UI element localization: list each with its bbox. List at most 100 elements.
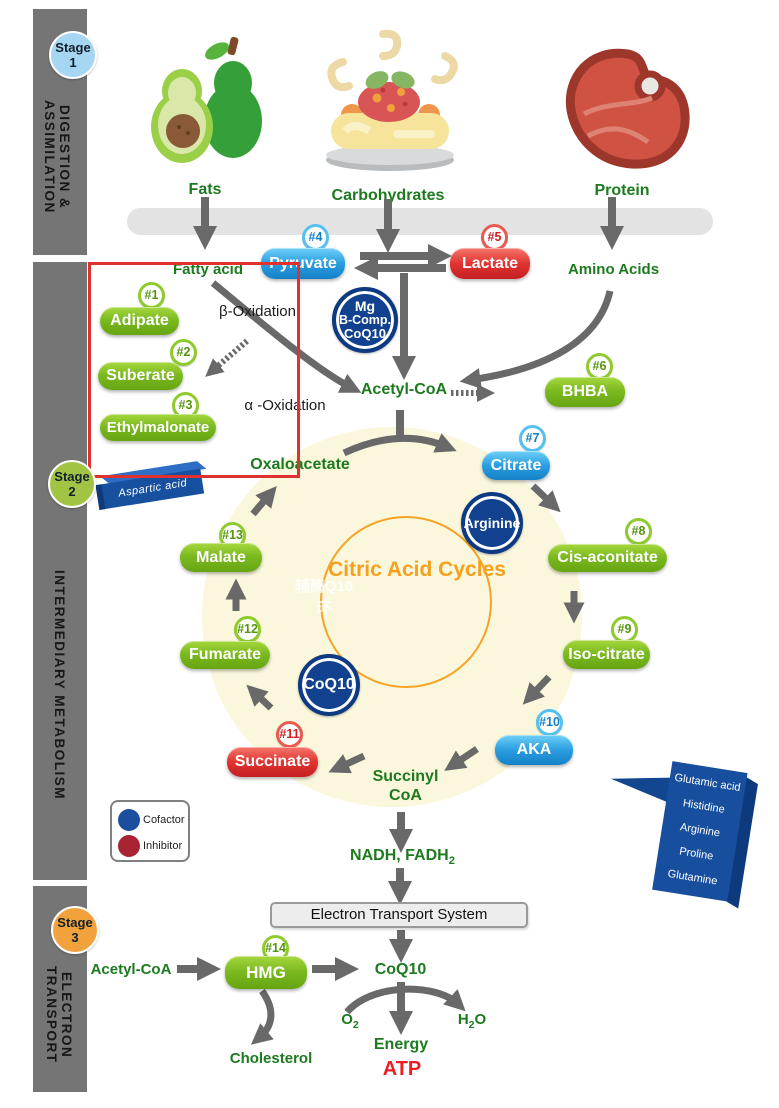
stage1-num: 1 <box>69 55 77 70</box>
pill-cis-aconitate-body: Cis-aconitate <box>548 544 667 572</box>
stage2-word: Stage <box>54 469 90 484</box>
stage3-title-line2: TRANSPORT <box>44 966 59 1064</box>
inhibitor-label: Inhibitor <box>143 840 183 852</box>
amino-acids-label: Amino Acids <box>567 261 660 278</box>
pill-citrate-body: Citrate <box>482 451 550 480</box>
stage3-word: Stage <box>57 915 93 930</box>
h2o-label: H2O <box>450 1011 494 1031</box>
supplement-line1: Mg <box>354 298 376 314</box>
ets-box: Electron Transport System <box>270 902 528 928</box>
coq10-circle-label: CoQ10 <box>303 676 355 693</box>
pill-adipate-body: Adipate <box>100 307 179 335</box>
pill-cis-aconitate: #8 Cis-aconitate <box>548 518 667 572</box>
pill-fumarate-badge: #12 <box>234 616 261 643</box>
atp-label: ATP <box>382 1058 422 1080</box>
stage3-title: ELECTRON TRANSPORT <box>44 945 74 1085</box>
o2-base: O <box>341 1011 353 1028</box>
coq10-bottom-label: CoQ10 <box>374 961 427 978</box>
stage2-bar <box>33 262 87 880</box>
pill-iso-citrate-body: Iso-citrate <box>563 640 650 669</box>
energy-label: Energy <box>373 1036 429 1053</box>
nadh-base: NADH, FADH <box>350 847 449 864</box>
carbohydrates-label: Carbohydrates <box>331 187 445 204</box>
pill-bhba-body: BHBA <box>545 377 625 407</box>
pill-lactate-body: Lactate <box>450 248 530 279</box>
pill-pyruvate: #4 Pyruvate <box>261 224 345 279</box>
pill-bhba: #6 BHBA <box>545 353 625 407</box>
amino-acid-callout: Glutamic acid Histidine Arginine Proline… <box>592 752 773 925</box>
pill-aka-body: AKA <box>495 735 573 765</box>
cycle-title: Citric Acid Cycles <box>327 558 507 582</box>
pill-cis-aconitate-badge: #8 <box>625 518 652 545</box>
stage1-title: DIGESTION & ASSIMILATION <box>42 62 72 252</box>
h2o-base: H <box>457 1011 469 1028</box>
beta-oxidation-label: β-Oxidation <box>219 303 296 320</box>
inhibitor-dot <box>118 835 140 857</box>
pill-fumarate-body: Fumarate <box>180 641 270 669</box>
pill-succinate: #11 Succinate <box>227 721 318 777</box>
stage2-circle: Stage 2 <box>48 460 96 508</box>
pill-hmg-body: HMG <box>225 956 307 989</box>
stage1-title-line1: DIGESTION & <box>57 104 72 210</box>
stage1-circle: Stage 1 <box>49 31 97 79</box>
h2o-tail: O <box>474 1011 487 1028</box>
watermark-line1: 辅酶Q10 <box>294 578 354 595</box>
pill-lactate-badge: #5 <box>481 224 508 251</box>
h2o-sub: 2 <box>468 1019 475 1031</box>
pill-lactate: #5 Lactate <box>450 224 530 279</box>
supplement-line3: CoQ10 <box>344 326 386 341</box>
pill-citrate: #7 Citrate <box>482 425 550 480</box>
ets-label: Electron Transport System <box>310 906 488 923</box>
pill-citrate-badge: #7 <box>519 425 546 452</box>
arginine-circle: Arginine <box>461 492 523 554</box>
aspartic-acid-label: Aspartic acid <box>117 476 188 500</box>
o2-sub: 2 <box>352 1019 359 1031</box>
red-highlight-box <box>88 262 300 478</box>
alpha-oxidation-label: α -Oxidation <box>244 397 326 414</box>
succinyl-coa-label: Succinyl CoA <box>358 767 453 805</box>
pill-succinate-body: Succinate <box>227 747 318 777</box>
stage3-title-line1: ELECTRON <box>59 971 74 1059</box>
stage2-title-line1: INTERMEDIARY METABOLISM <box>52 570 67 800</box>
supplement-line2: B-Comp. <box>338 313 392 327</box>
stage3-circle: Stage 3 <box>51 906 99 954</box>
pill-fumarate: #12 Fumarate <box>180 616 270 669</box>
pill-aka: #10 AKA <box>495 709 573 765</box>
pill-ethylmalonate-body: Ethylmalonate <box>100 414 216 441</box>
stage1-title-line2: ASSIMILATION <box>42 100 57 214</box>
pill-aka-badge: #10 <box>536 709 563 736</box>
pill-succinate-badge: #11 <box>276 721 303 748</box>
pill-iso-citrate: #9 Iso-citrate <box>563 616 650 669</box>
pill-adipate: #1 Adipate <box>100 282 179 335</box>
arginine-label: Arginine <box>463 515 521 531</box>
succinyl-line2: CoA <box>389 787 422 804</box>
cycle-title-text: Citric Acid Cycles <box>328 558 506 581</box>
watermark-line2: 环 <box>316 600 332 617</box>
pill-suberate-badge: #2 <box>170 339 197 366</box>
pill-pyruvate-badge: #4 <box>302 224 329 251</box>
pasta-icon <box>326 29 458 171</box>
fats-label: Fats <box>188 181 222 198</box>
acetyl-coa-label: Acetyl-CoA <box>360 381 448 398</box>
cycle-watermark: 辅酶Q10 环 <box>294 576 354 620</box>
acetyl-coa2-label: Acetyl-CoA <box>90 961 172 978</box>
stage2-title: INTERMEDIARY METABOLISM <box>52 500 67 870</box>
pill-bhba-badge: #6 <box>586 353 613 380</box>
pill-adipate-badge: #1 <box>138 282 165 309</box>
stage2-num: 2 <box>68 484 76 499</box>
stage1-word: Stage <box>55 40 91 55</box>
coq10-circle: CoQ10 <box>298 654 360 716</box>
protein-label: Protein <box>594 182 650 199</box>
cholesterol-label: Cholesterol <box>229 1050 313 1067</box>
cofactor-dot <box>118 809 140 831</box>
avocado-icon <box>151 36 262 163</box>
nadh-sub: 2 <box>448 855 455 868</box>
legend-box: Cofactor Inhibitor <box>110 800 190 862</box>
pill-iso-citrate-badge: #9 <box>611 616 638 643</box>
callout-tail <box>609 768 674 803</box>
pill-suberate-body: Suberate <box>98 362 183 390</box>
cofactor-label: Cofactor <box>143 814 185 826</box>
pill-malate-body: Malate <box>180 543 262 572</box>
